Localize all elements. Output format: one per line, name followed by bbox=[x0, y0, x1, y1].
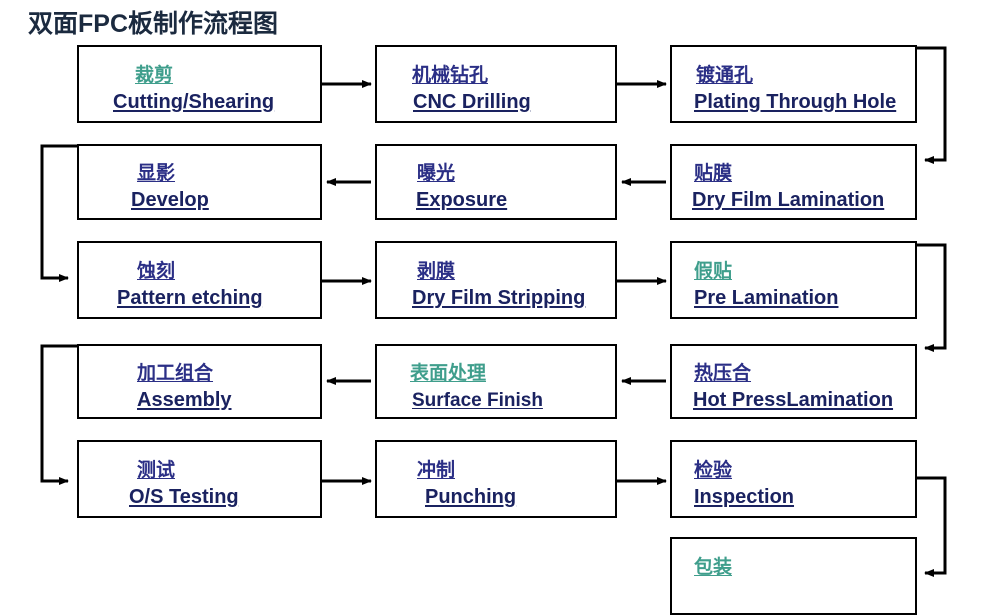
node-packaging-cn: 包装 bbox=[694, 557, 733, 578]
node-cutting[interactable]: 裁剪 Cutting/Shearing bbox=[77, 45, 322, 123]
node-hot-press-lamination-en: Hot PressLamination bbox=[693, 389, 894, 411]
node-pattern-etching[interactable]: 蚀刻 Pattern etching bbox=[77, 241, 322, 319]
node-dry-film-lamination[interactable]: 贴膜 Dry Film Lamination bbox=[670, 144, 917, 220]
node-packaging[interactable]: 包装 bbox=[670, 537, 917, 615]
node-exposure[interactable]: 曝光 Exposure bbox=[375, 144, 617, 220]
node-pattern-etching-en: Pattern etching bbox=[117, 287, 263, 309]
edge-assembly-to-testing bbox=[40, 344, 77, 485]
node-inspection-cn: 检验 bbox=[694, 460, 733, 481]
node-dry-film-lamination-en: Dry Film Lamination bbox=[692, 189, 885, 211]
node-exposure-en: Exposure bbox=[416, 189, 508, 211]
node-develop-en: Develop bbox=[131, 189, 209, 211]
node-surface-finish-en: Surface Finish bbox=[412, 390, 543, 411]
page-title: 双面FPC板制作流程图 bbox=[28, 10, 279, 38]
node-assembly[interactable]: 加工组合 Assembly bbox=[77, 344, 322, 419]
node-develop[interactable]: 显影 Develop bbox=[77, 144, 322, 220]
node-dry-film-stripping-en: Dry Film Stripping bbox=[412, 287, 586, 309]
node-cnc-drilling[interactable]: 机械钻孔 CNC Drilling bbox=[375, 45, 617, 123]
node-os-testing[interactable]: 测试 O/S Testing bbox=[77, 440, 322, 518]
node-punching[interactable]: 冲制 Punching bbox=[375, 440, 617, 518]
node-cnc-drilling-en: CNC Drilling bbox=[413, 91, 531, 113]
node-dry-film-stripping[interactable]: 剥膜 Dry Film Stripping bbox=[375, 241, 617, 319]
node-plating-through-hole[interactable]: 镀通孔 Plating Through Hole bbox=[670, 45, 917, 123]
node-pre-lamination-cn: 假贴 bbox=[694, 261, 733, 282]
node-assembly-cn: 加工组合 bbox=[137, 363, 214, 384]
node-cutting-cn: 裁剪 bbox=[135, 65, 174, 86]
node-cutting-en: Cutting/Shearing bbox=[113, 91, 275, 113]
node-plating-through-hole-en: Plating Through Hole bbox=[694, 91, 897, 113]
flowchart-canvas: 双面FPC板制作流程图 bbox=[28, 10, 947, 615]
node-punching-cn: 冲制 bbox=[417, 460, 456, 481]
node-inspection[interactable]: 检验 Inspection bbox=[670, 440, 917, 518]
edge-prelam-to-hotpress bbox=[917, 243, 947, 352]
node-pattern-etching-cn: 蚀刻 bbox=[137, 261, 176, 282]
edge-develop-to-etching bbox=[40, 144, 77, 282]
node-dry-film-stripping-cn: 剥膜 bbox=[417, 261, 456, 282]
node-plating-through-hole-cn: 镀通孔 bbox=[696, 65, 754, 86]
node-surface-finish-cn: 表面处理 bbox=[410, 363, 487, 384]
node-hot-press-lamination[interactable]: 热压合 Hot PressLamination bbox=[670, 344, 917, 419]
node-pre-lamination-en: Pre Lamination bbox=[694, 287, 839, 309]
node-cnc-drilling-cn: 机械钻孔 bbox=[412, 65, 489, 86]
node-develop-cn: 显影 bbox=[137, 163, 176, 184]
edge-inspection-to-packaging bbox=[917, 476, 947, 577]
node-punching-en: Punching bbox=[425, 486, 517, 508]
edge-plating-to-drylam bbox=[917, 46, 947, 164]
node-os-testing-en: O/S Testing bbox=[129, 486, 239, 508]
node-pre-lamination[interactable]: 假贴 Pre Lamination bbox=[670, 241, 917, 319]
node-exposure-cn: 曝光 bbox=[417, 163, 456, 184]
node-dry-film-lamination-cn: 贴膜 bbox=[694, 163, 733, 184]
node-assembly-en: Assembly bbox=[137, 389, 232, 411]
node-inspection-en: Inspection bbox=[694, 486, 795, 508]
node-os-testing-cn: 测试 bbox=[137, 460, 176, 481]
node-surface-finish[interactable]: 表面处理 Surface Finish bbox=[375, 344, 617, 419]
node-hot-press-lamination-cn: 热压合 bbox=[694, 363, 752, 384]
